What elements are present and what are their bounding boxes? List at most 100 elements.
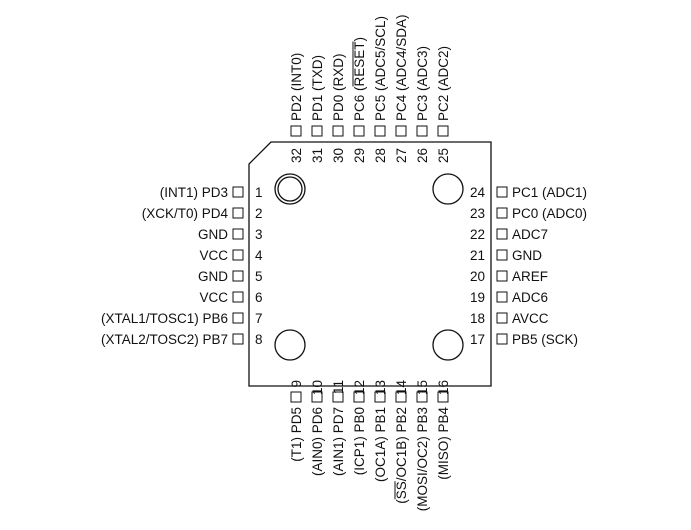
pin-label: PD2 (INT0) — [289, 53, 304, 121]
pin-pad — [290, 391, 302, 403]
pin-number: 5 — [255, 269, 263, 284]
pin-label: (XCK/T0) PD4 — [142, 206, 229, 221]
pin-pad — [232, 228, 244, 240]
pin-pad — [232, 333, 244, 345]
pin1-marker — [274, 173, 306, 205]
pin-26: 26 PC3 (ADC3) — [415, 46, 430, 163]
pin-pad — [232, 249, 244, 261]
pin-pad — [232, 207, 244, 219]
pin-pad — [496, 207, 508, 219]
pin-number: 25 — [436, 148, 451, 163]
pin-number: 6 — [255, 290, 263, 305]
pin-pad — [416, 125, 428, 137]
pin-number: 12 — [352, 380, 367, 395]
pin-number: 18 — [470, 311, 485, 326]
pin-label: VCC — [199, 290, 228, 305]
pin-pad — [353, 391, 365, 403]
pin-number: 31 — [310, 148, 325, 163]
corner-mark-bottom-left — [274, 329, 306, 361]
pin-label: (XTAL2/TOSC2) PB7 — [101, 332, 228, 347]
pin-label: PC4 (ADC4/SDA) — [394, 14, 409, 121]
pin-pad — [353, 125, 365, 137]
pin-number: 7 — [255, 311, 263, 326]
pin-7: (XTAL1/TOSC1) PB6 7 — [101, 311, 263, 326]
pin-pad — [496, 249, 508, 261]
pin-label: GND — [512, 248, 542, 263]
corner-mark-top-right — [432, 173, 464, 205]
pin-number: 21 — [470, 248, 485, 263]
pin-label: (OC1A) PB1 — [373, 407, 388, 482]
pin-number: 30 — [331, 148, 346, 163]
pin-number: 19 — [470, 290, 485, 305]
package-outline — [248, 141, 492, 387]
pin-pad — [374, 125, 386, 137]
pin-pad — [311, 391, 323, 403]
pin-label: VCC — [199, 248, 228, 263]
pin-label: ADC7 — [512, 227, 548, 242]
pin-18: 18 AVCC — [470, 311, 549, 326]
pin-number: 26 — [415, 148, 430, 163]
pin-4: VCC 4 — [199, 248, 263, 263]
pin-label: GND — [198, 227, 228, 242]
pin-label: PC5 (ADC5/SCL) — [373, 16, 388, 121]
pin-number: 27 — [394, 148, 409, 163]
pin-13: 13 (OC1A) PB1 — [373, 380, 388, 482]
pin-number: 20 — [470, 269, 485, 284]
pin-27: 27 PC4 (ADC4/SDA) — [394, 14, 409, 163]
pin-12: 12 (ICP1) PB0 — [352, 380, 367, 475]
pin-11: 11(AIN1) PD7 — [331, 380, 346, 476]
corner-mark-bottom-right — [432, 329, 464, 361]
pin-pad — [232, 270, 244, 282]
pin-16: 16 (MISO) PB4 — [436, 380, 451, 480]
pin-10: 10(AIN0) PD6 — [310, 380, 325, 476]
pin-number: 9 — [289, 380, 304, 388]
pin-label: (SS/OC1B) PB2 — [394, 407, 409, 504]
pin-label: AREF — [512, 269, 548, 284]
pin-number: 16 — [436, 380, 451, 395]
pin-number: 10 — [310, 380, 325, 395]
pin-9: 9(T1) PD5 — [289, 380, 304, 462]
pin-pad — [232, 312, 244, 324]
pin-label: AVCC — [512, 311, 549, 326]
pin-21: 21 GND — [470, 248, 542, 263]
pin-28: 28 PC5 (ADC5/SCL) — [373, 16, 388, 163]
pin-label: PC6 (RESET) — [352, 37, 367, 121]
pin-14: 14(SS/OC1B) PB2 — [394, 380, 409, 504]
pin-label: (XTAL1/TOSC1) PB6 — [101, 311, 228, 326]
pin-pad — [290, 125, 302, 137]
pin-label: PC2 (ADC2) — [436, 46, 451, 121]
pin-number: 15 — [415, 380, 430, 395]
pin-number: 28 — [373, 148, 388, 163]
pin-number: 17 — [470, 332, 485, 347]
pin-number: 4 — [255, 248, 263, 263]
pin-32: 32 PD2 (INT0) — [289, 53, 304, 163]
pin-number: 23 — [470, 206, 485, 221]
pin-pad — [496, 312, 508, 324]
pin-pad — [496, 228, 508, 240]
pin-pad — [437, 125, 449, 137]
pin-label: (MISO) PB4 — [436, 407, 451, 480]
pin-pad — [437, 391, 449, 403]
pin-pad — [395, 125, 407, 137]
pin-label: (ICP1) PB0 — [352, 407, 367, 475]
pin-number: 29 — [352, 148, 367, 163]
pin-pad — [332, 125, 344, 137]
pin-pad — [232, 186, 244, 198]
pin-pad — [496, 333, 508, 345]
pin-label: PC3 (ADC3) — [415, 46, 430, 121]
pin-29: 29 PC6 (RESET) — [352, 37, 367, 163]
pin-number: 32 — [289, 148, 304, 163]
pin-number: 22 — [470, 227, 485, 242]
pin-number: 13 — [373, 380, 388, 395]
pin-pad — [374, 391, 386, 403]
pin-pad — [311, 125, 323, 137]
pin-number: 1 — [255, 185, 263, 200]
